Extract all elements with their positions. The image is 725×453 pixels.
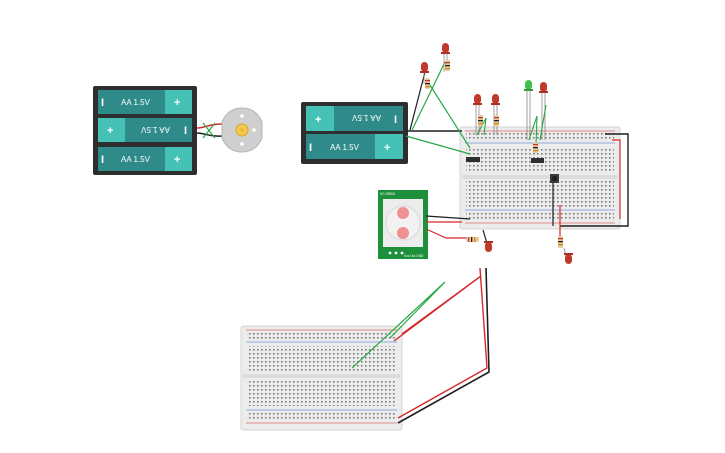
wire-right-red[interactable] <box>612 139 621 219</box>
battery-plus-label: + <box>315 114 321 126</box>
wire-long-red[interactable] <box>397 267 488 419</box>
wire-led-green-loop[interactable] <box>476 117 487 136</box>
resistor-icon[interactable] <box>533 142 538 153</box>
wire-long-black[interactable] <box>397 267 490 424</box>
resistor-icon[interactable] <box>478 115 483 126</box>
wire-pir-red-2[interactable] <box>425 228 470 239</box>
pir-sensor-icon[interactable]: HC-SR501 Vcc Out GND <box>378 190 428 259</box>
wire-long-green[interactable] <box>351 281 446 369</box>
resistor-icon[interactable] <box>494 115 499 126</box>
battery-plus-label: + <box>174 154 180 166</box>
led-icon[interactable] <box>524 80 533 140</box>
battery-cell-label: AA 1.5V <box>121 155 151 164</box>
motor-wire-red[interactable] <box>196 123 223 129</box>
motor-wire-green-2[interactable] <box>202 122 216 139</box>
led-icon[interactable] <box>441 43 450 72</box>
battery-minus-label: I <box>309 142 312 154</box>
led-icon[interactable] <box>539 82 548 140</box>
battery-minus-label: I <box>394 114 397 126</box>
wire-right-black[interactable] <box>560 133 629 227</box>
pir-label-right: Vcc Out GND <box>404 254 424 258</box>
battery-cell-label: AA 1.5V <box>140 125 170 134</box>
battery-pack-middle[interactable]: + I AA 1.5V + I AA 1.5V <box>301 102 408 164</box>
led-icon[interactable] <box>420 62 429 84</box>
battery-minus-label: I <box>101 97 104 109</box>
led-icon[interactable] <box>484 241 493 252</box>
wire-pir-black[interactable] <box>425 215 471 220</box>
battery-plus-label: + <box>384 142 390 154</box>
battery-pack-left[interactable]: + I AA 1.5V + I AA 1.5V + I AA 1.5V <box>93 86 197 175</box>
transistor-icon[interactable] <box>466 157 480 162</box>
wire-led-top-green[interactable] <box>411 61 446 131</box>
transistor-icon[interactable] <box>531 158 544 163</box>
battery-cell: + I AA 1.5V <box>98 90 192 114</box>
battery-cell-label: AA 1.5V <box>351 113 381 122</box>
led-icon[interactable] <box>564 253 573 264</box>
resistor-icon[interactable] <box>425 78 430 89</box>
battery-cell-label: AA 1.5V <box>330 143 360 152</box>
battery-cell: + I AA 1.5V <box>306 106 403 131</box>
wire-led-green-loop-3[interactable] <box>539 104 547 141</box>
resistor-icon[interactable] <box>445 60 450 71</box>
motor-wire-black[interactable] <box>196 132 223 137</box>
battery-plus-label: + <box>107 125 113 137</box>
breadboard-bottom-left[interactable] <box>240 325 403 431</box>
wire-battery-green[interactable] <box>405 135 471 155</box>
battery-minus-label: I <box>184 125 187 137</box>
battery-minus-label: I <box>101 154 104 166</box>
wire-led-top-green-2[interactable] <box>427 81 471 149</box>
resistor-icon[interactable] <box>466 237 479 242</box>
dc-motor-icon[interactable] <box>221 107 263 153</box>
battery-cell: + I AA 1.5V <box>98 147 192 171</box>
wire-led-green-loop-2[interactable] <box>528 115 538 146</box>
wire-led-top-black[interactable] <box>409 71 426 131</box>
pushbutton-icon[interactable] <box>550 174 559 183</box>
resistor-icon[interactable] <box>558 236 563 248</box>
wire-long-red-2[interactable] <box>393 275 482 342</box>
battery-cell: + I AA 1.5V <box>306 134 403 159</box>
pir-label-top: HC-SR501 <box>380 192 396 196</box>
breadboard-top-right[interactable] <box>459 126 621 230</box>
battery-cell-label: AA 1.5V <box>121 98 151 107</box>
battery-plus-label: + <box>174 97 180 109</box>
battery-cell: + I AA 1.5V <box>98 118 192 142</box>
